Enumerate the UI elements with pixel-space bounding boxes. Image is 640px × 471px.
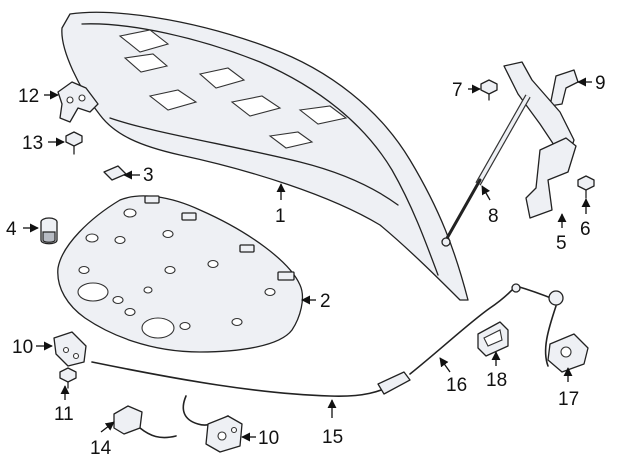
support-bolt: [480, 79, 498, 101]
callout-1: 1: [275, 183, 286, 227]
retainer-clip: [103, 165, 127, 181]
hood-insulator: [57, 195, 304, 353]
callout-16-label: 16: [446, 375, 467, 396]
callout-13-label: 13: [22, 133, 43, 154]
hood-latch-rear: [547, 333, 589, 373]
callout-11: 11: [54, 385, 74, 425]
callout-16: 16: [439, 357, 467, 396]
latch-connector: [113, 405, 177, 439]
callout-15-label: 15: [322, 427, 343, 448]
hood-hinge-lower: [525, 137, 577, 219]
callout-9: 9: [577, 73, 606, 94]
callout-12-label: 12: [18, 86, 39, 107]
callout-10a: 10: [12, 337, 53, 358]
hood-bumper: [40, 217, 58, 245]
callout-10a-label: 10: [12, 337, 33, 358]
support-bracket: [549, 69, 579, 107]
callout-3-label: 3: [143, 165, 154, 186]
callout-10b: 10: [241, 428, 279, 449]
callout-17: 17: [558, 367, 579, 410]
release-cable: [91, 361, 407, 397]
callout-7-label: 7: [452, 80, 463, 101]
callout-3: 3: [123, 165, 154, 186]
hinge-bolt: [65, 131, 83, 155]
callout-18: 18: [486, 351, 507, 391]
release-handle: [477, 321, 509, 357]
lift-support: [441, 61, 575, 247]
callout-4: 4: [6, 219, 39, 240]
callout-11-label: 11: [54, 404, 74, 425]
callout-8-label: 8: [488, 206, 499, 227]
callout-17-label: 17: [558, 389, 579, 410]
callout-13: 13: [22, 133, 65, 154]
callout-14-label: 14: [90, 438, 112, 459]
hood-hinge: [57, 81, 99, 123]
callout-5: 5: [556, 213, 567, 254]
callout-14: 14: [90, 421, 115, 459]
hinge-lower-bolt: [577, 175, 595, 199]
callout-6: 6: [580, 198, 591, 240]
hood-latch-upper: [53, 331, 87, 367]
secondary-cable: [409, 285, 557, 375]
hood-latch-lower: [205, 415, 243, 453]
callout-15: 15: [322, 399, 343, 448]
callout-5-label: 5: [556, 233, 567, 254]
latch-bolt: [59, 367, 77, 389]
callout-1-label: 1: [275, 206, 286, 227]
callout-6-label: 6: [580, 219, 591, 240]
callout-7: 7: [452, 80, 481, 101]
callout-2-label: 2: [320, 291, 331, 312]
hood-panel: [61, 11, 469, 301]
callout-10b-label: 10: [258, 428, 279, 449]
callout-18-label: 18: [486, 370, 507, 391]
callout-12: 12: [18, 86, 59, 107]
callout-8: 8: [481, 185, 499, 227]
callout-9-label: 9: [595, 73, 606, 94]
callout-2: 2: [301, 291, 331, 312]
callout-4-label: 4: [6, 219, 17, 240]
